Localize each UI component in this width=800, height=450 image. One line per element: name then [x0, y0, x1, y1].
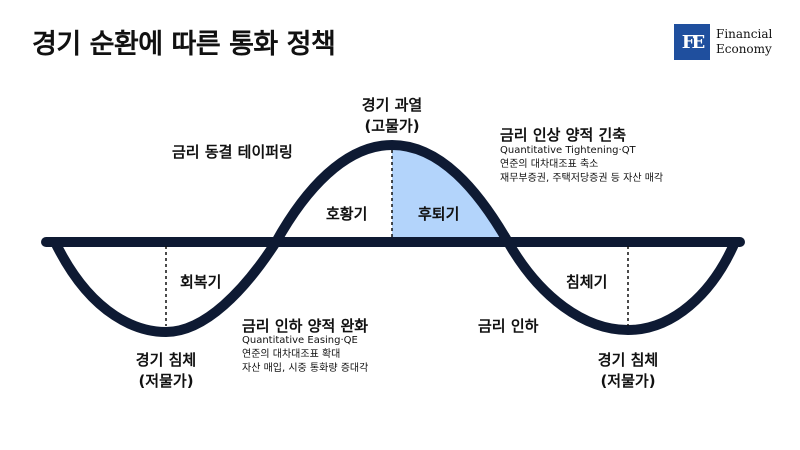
logo-text: Financial Economy — [716, 27, 772, 57]
logo-mark: FE — [674, 24, 710, 60]
logo: FE Financial Economy — [674, 24, 772, 60]
rate-hike-line-1: Quantitative Tightening·QT — [500, 145, 636, 156]
contraction-phase-label: 침체기 — [566, 273, 608, 291]
slowdown-phase-label: 후퇴기 — [418, 205, 460, 223]
recovery-phase-label: 회복기 — [180, 273, 222, 291]
trough-left-title: 경기 침체 — [135, 351, 197, 369]
rate-cut-line-1: Quantitative Easing·QE — [242, 335, 358, 346]
rate-hike-line-3: 재무부증권, 주택저당증권 등 자산 매각 — [500, 173, 664, 184]
rate-hike-title: 금리 인상 양적 긴축 — [500, 126, 627, 144]
logo-line-2: Economy — [716, 42, 772, 56]
trough-right-label: 경기 침체 (저물가) — [578, 350, 678, 392]
rate-cut-simple-label: 금리 인하 — [478, 317, 539, 335]
rate-hike-line-2: 연준의 대차대조표 축소 — [500, 159, 599, 170]
rate-cut-title: 금리 인하 양적 완화 — [242, 317, 369, 335]
trough-left-label: 경기 침체 (저물가) — [116, 350, 216, 392]
trough-right-title: 경기 침체 — [597, 351, 659, 369]
boom-phase-label: 호황기 — [326, 205, 368, 223]
peak-title: 경기 과열 — [361, 96, 423, 114]
logo-line-1: Financial — [716, 27, 773, 41]
page-title: 경기 순환에 따른 통화 정책 — [32, 29, 336, 60]
rate-freeze-label: 금리 동결 테이퍼링 — [172, 143, 293, 161]
trough-right-sub: (저물가) — [600, 372, 656, 390]
peak-sub: (고물가) — [364, 117, 420, 135]
cycle-curve — [50, 140, 740, 337]
peak-label: 경기 과열 (고물가) — [342, 95, 442, 137]
slowdown-highlight-area — [392, 145, 508, 242]
trough-left-sub: (저물가) — [138, 372, 194, 390]
rate-cut-line-2: 연준의 대차대조표 확대 — [242, 349, 341, 360]
rate-cut-line-3: 자산 매입, 시중 통화량 증대각 — [242, 363, 369, 374]
